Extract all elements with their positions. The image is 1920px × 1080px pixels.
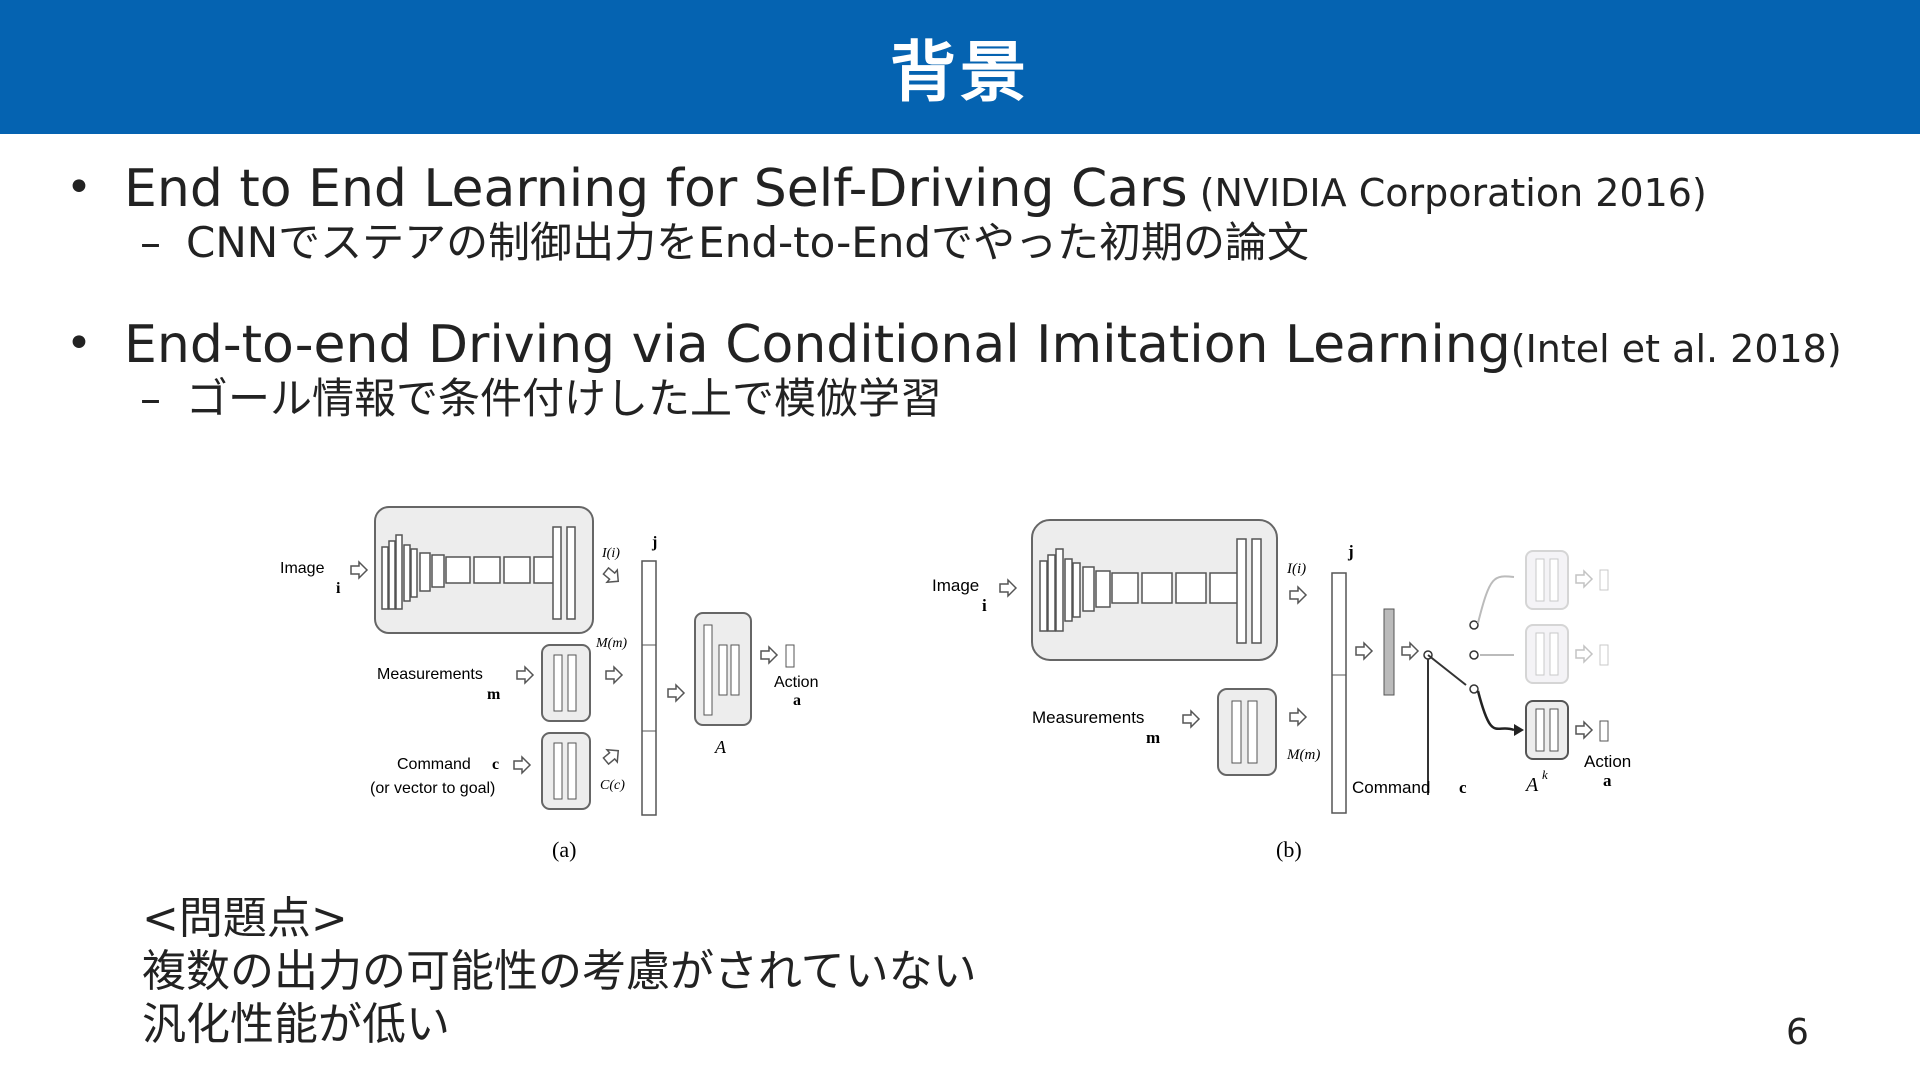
measurements-var-b: m [1146,728,1160,747]
fn-meas-b: M(m) [1286,747,1320,763]
bullet-1-sub: –CNNでステアの制御出力をEnd-to-Endでやった初期の論文 [140,218,1309,268]
architecture-figure: Image i Measurements m Command c (or vec… [280,495,1660,875]
bullet-1: • End to End Learning for Self-Driving Ca… [66,158,1707,223]
bullet-2-sub-text: ゴール情報で条件付けした上で模倣学習 [186,374,943,423]
bullet-dot: • [66,162,92,213]
problem-item-2: 汎化性能が低い [142,999,450,1050]
page-number: 6 [1786,1012,1809,1053]
branch-active [1525,700,1609,760]
action-output-a [785,644,795,668]
bullet-1-source: (NVIDIA Corporation 2016) [1187,171,1707,215]
caption-b: (b) [1276,837,1302,862]
fn-cmd-a: C(c) [600,778,625,793]
image-label-b: Image [932,576,979,595]
command-label-a: Command [397,756,471,773]
command-module-a [541,732,591,810]
joint-vector-b [1331,572,1347,814]
problems-heading: <問題点> [142,893,348,944]
branch-2 [1525,624,1609,684]
bullet-2-title: End-to-end Driving via Conditional Imita… [124,315,1511,375]
joint-j-a: j [651,534,657,551]
fn-image-b: I(i) [1286,561,1306,577]
image-label-a: Image [280,560,325,577]
joint-fc-b [1383,608,1395,696]
fn-meas-a: M(m) [595,636,627,651]
slide-title: 背景 [890,34,1030,111]
action-label-b: Action [1584,752,1631,771]
branch-sup-b: k [1542,767,1548,782]
action-label-a: Action [774,674,818,691]
measurements-label-a: Measurements [377,666,483,683]
action-var-b: a [1603,771,1612,790]
bullet-1-sub-text: CNNでステアの制御出力をEnd-to-Endでやった初期の論文 [186,218,1310,267]
command-var-a: c [492,756,499,773]
image-var-b: i [982,596,987,615]
problems-section: <問題点> 複数の出力の可能性の考慮がされていない 汎化性能が低い [142,892,977,1051]
fn-image-a: I(i) [601,546,620,561]
bullet-2-sub: –ゴール情報で条件付けした上で模倣学習 [140,374,942,424]
joint-vector-a [641,560,657,816]
title-bar: 背景 [0,0,1920,134]
architecture-diagram: Image i Measurements m Command c (or vec… [280,506,1631,862]
bullet-2: • End-to-end Driving via Conditional Imit… [66,314,1842,379]
panel-b: Image i Measurements m I(i) M(m) j [932,519,1631,862]
bullet-dot: • [66,318,92,369]
joint-j-b: j [1347,542,1354,561]
branch-label-b: A [1524,774,1539,796]
conv-stack-a [381,534,561,610]
measurements-label-b: Measurements [1032,708,1144,727]
measurements-var-a: m [487,686,501,703]
caption-a: (a) [552,837,576,862]
sub-dash: – [140,374,161,423]
action-var-a: a [793,692,801,709]
command-note-a: (or vector to goal) [370,780,495,797]
branch-1 [1525,550,1609,610]
conv-stack-b [1039,548,1241,632]
command-label-b: Command [1352,778,1430,797]
image-var-a: i [336,580,341,597]
problem-item-1: 複数の出力の可能性の考慮がされていない [142,946,977,997]
command-var-b: c [1459,778,1467,797]
action-module-label-a: A [714,737,727,757]
bullet-2-source: (Intel et al. 2018) [1510,327,1842,371]
sub-dash: – [140,218,161,267]
measurement-module-a [541,644,591,722]
measurement-module-b [1217,688,1277,776]
bullet-1-title: End to End Learning for Self-Driving Car… [124,159,1188,219]
panel-a: Image i Measurements m Command c (or vec… [280,506,818,862]
